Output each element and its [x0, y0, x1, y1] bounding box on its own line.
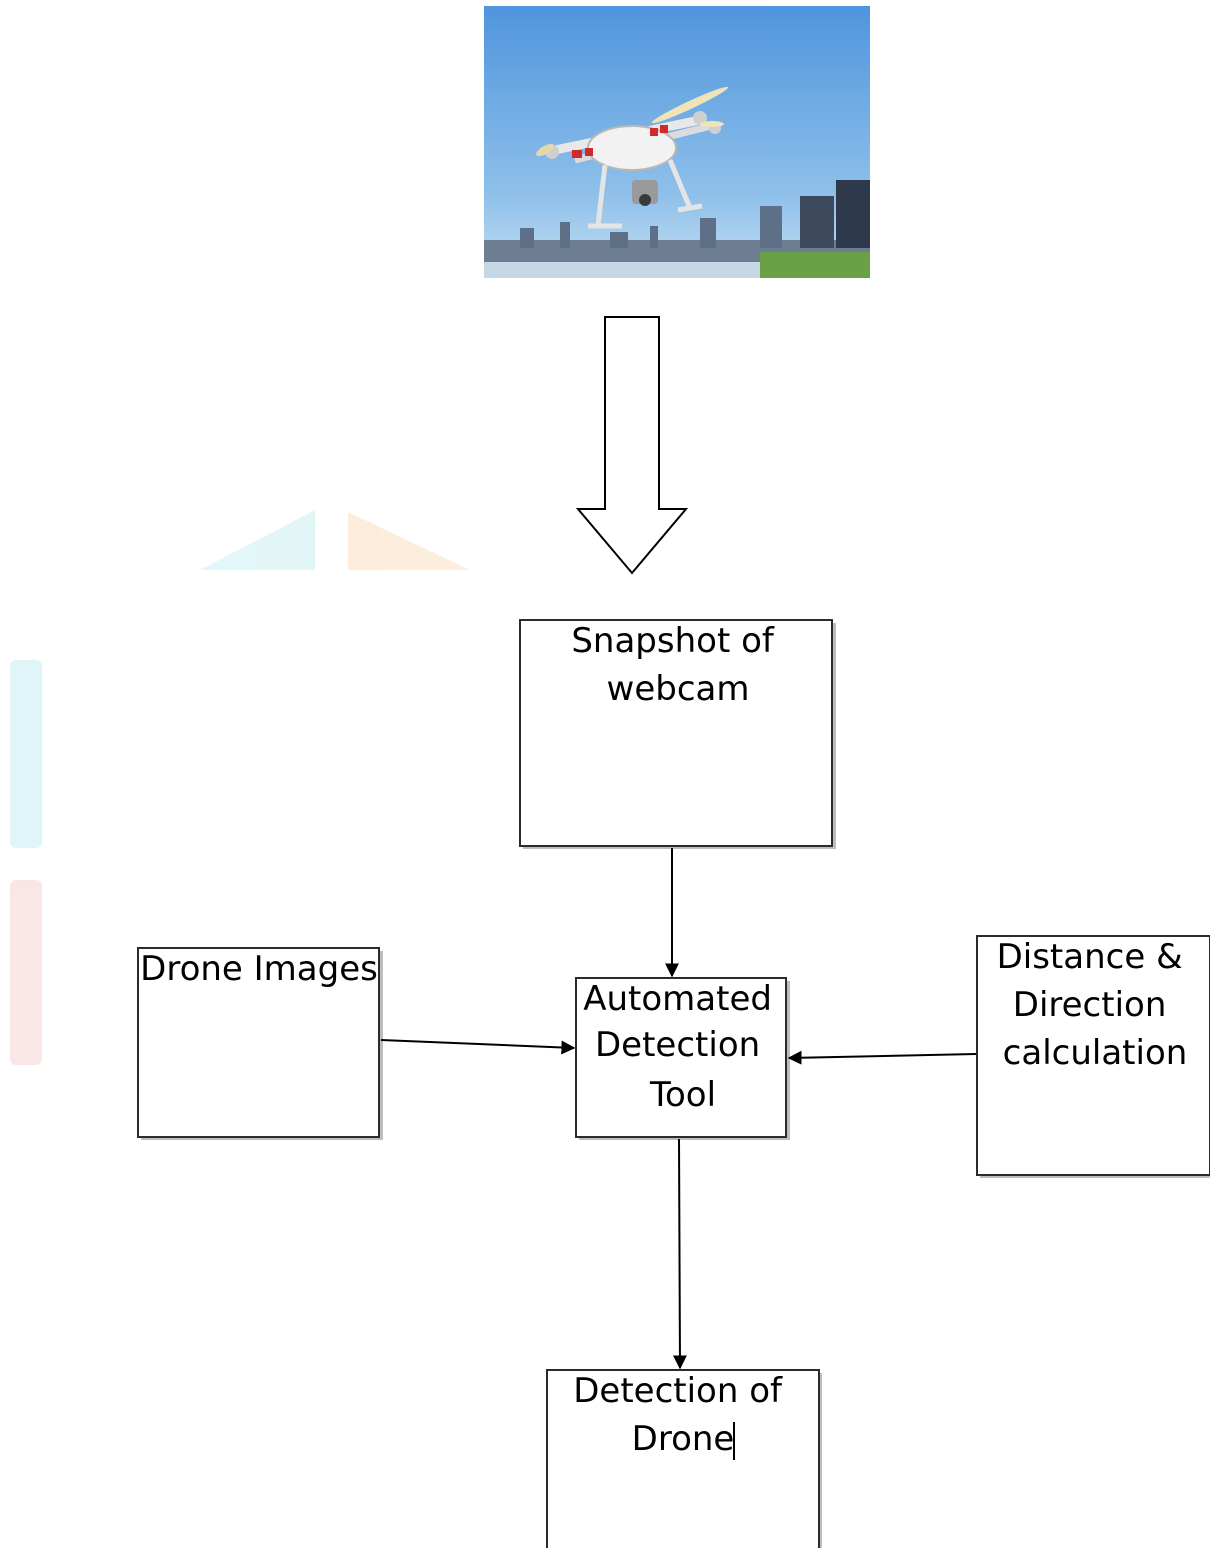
watermark-logo: [10, 510, 470, 1065]
snapshot-label-line-1: Snapshot of: [571, 621, 775, 661]
watermark-orange-triangle: [348, 512, 470, 570]
distance-label-line-3: calculation: [1003, 1033, 1188, 1073]
edge-drone-images-to-tool: [380, 1039, 576, 1055]
node-automated-detection-tool: Automated Detection Tool: [575, 977, 790, 1140]
node-distance-direction-calculation: Distance & Direction calculation: [976, 935, 1210, 1178]
grass: [760, 252, 870, 278]
distance-label-line-1: Distance &: [997, 937, 1183, 977]
node-drone-images: Drone Images: [137, 947, 383, 1140]
snapshot-label-line-2: webcam: [607, 669, 750, 709]
drone-images-label: Drone Images: [140, 949, 378, 989]
node-detection-of-drone: Detection of Drone: [546, 1369, 822, 1548]
watermark-pink-bar: [10, 880, 42, 1065]
svg-text:Detection of Drone: Detection of Drone: [573, 1371, 793, 1459]
svg-text:Automated Detection: Automated Detection Tool: [583, 979, 783, 1115]
svg-text:Drone Images: Drone Images: [140, 949, 378, 989]
big-down-arrow-icon: [575, 316, 689, 575]
distance-label-line-2: Direction: [1013, 985, 1167, 1025]
quadcopter: [536, 86, 729, 229]
tool-label-line-2: Detection: [595, 1025, 760, 1065]
svg-text:Distance & Direction: Distance & Direction calculation: [997, 937, 1194, 1073]
svg-text:Snapshot of webcam: Snapshot of webcam: [571, 621, 784, 709]
detection-label-line-2: Drone: [632, 1419, 735, 1459]
drone-photo: [484, 6, 870, 278]
edge-distance-to-tool: [787, 1050, 977, 1065]
water: [484, 262, 760, 278]
edge-tool-to-detection: [672, 1138, 687, 1370]
detection-label-line-1: Detection of: [573, 1371, 783, 1411]
watermark-cyan-triangle: [200, 510, 315, 570]
node-snapshot-of-webcam: Snapshot of webcam: [519, 619, 836, 849]
tool-label-line-1: Automated: [583, 979, 772, 1019]
tool-label-line-3: Tool: [649, 1075, 716, 1115]
watermark-cyan-bar: [10, 660, 42, 848]
